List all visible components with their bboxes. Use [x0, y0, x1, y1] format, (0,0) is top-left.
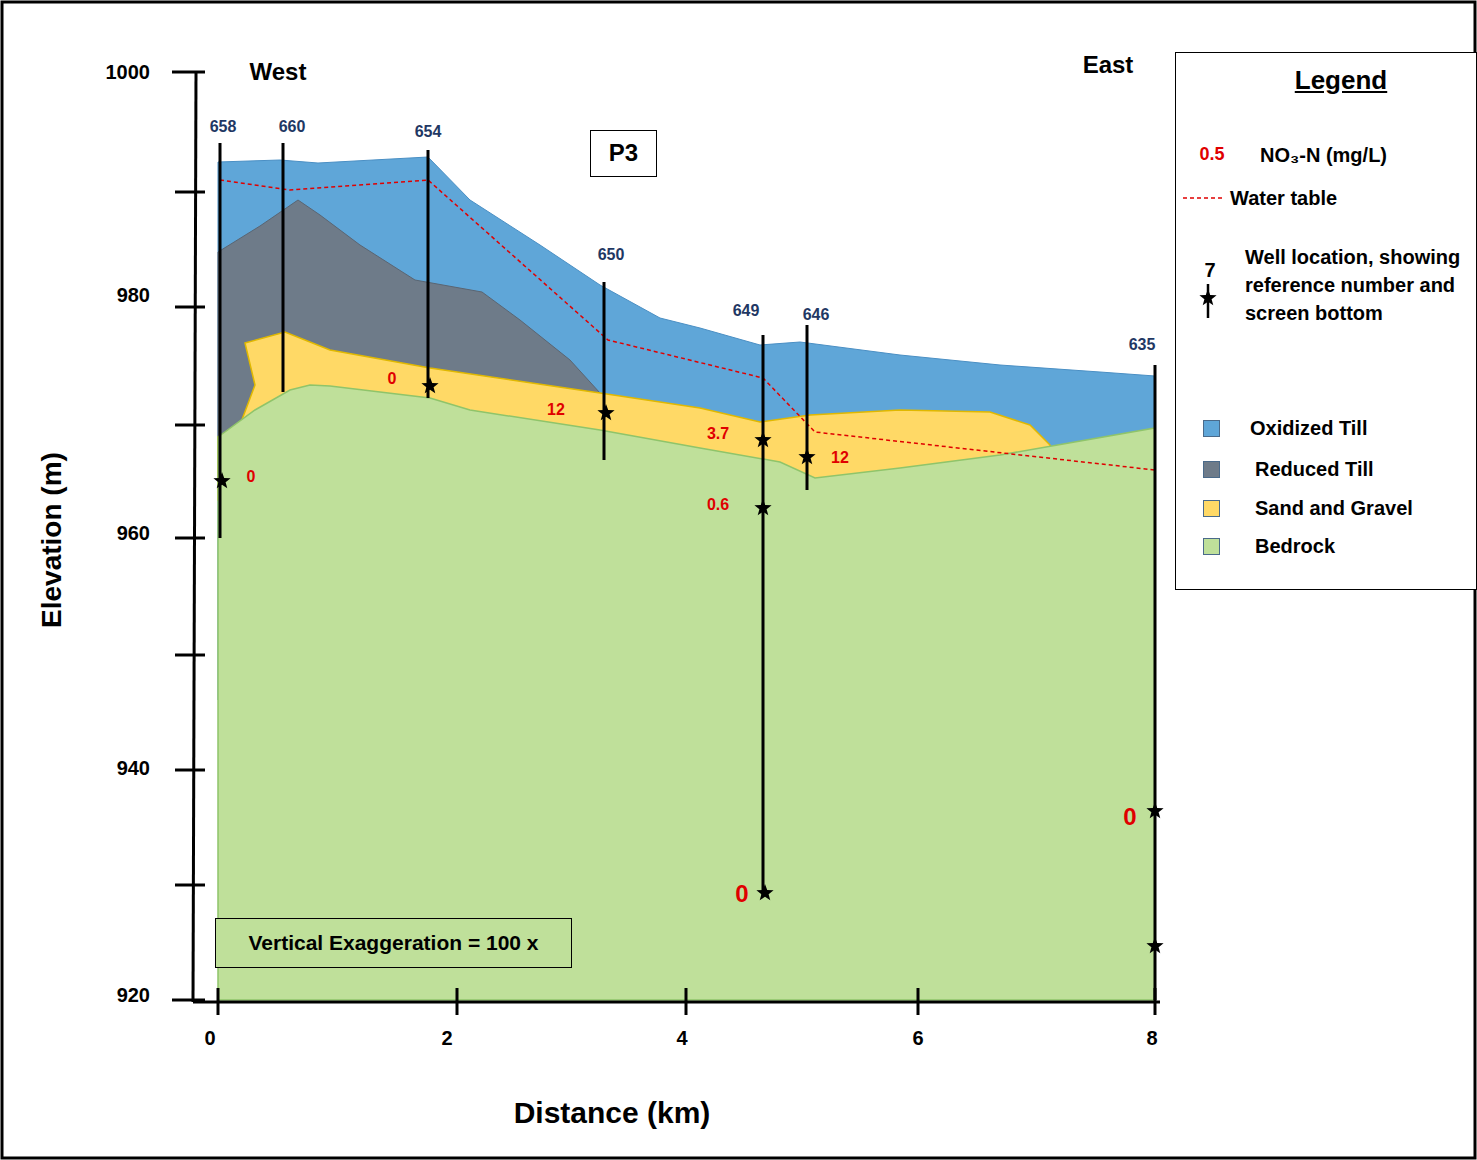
nitrate-value: 0	[247, 468, 256, 486]
nitrate-value: 12	[547, 401, 565, 419]
nitrate-value: 12	[831, 449, 849, 467]
note-box: Vertical Exaggeration = 100 x	[215, 918, 572, 968]
screen-star	[754, 499, 771, 515]
water-table	[220, 180, 1155, 470]
axis-tick-label: 960	[117, 522, 150, 544]
direction-label: West	[250, 59, 307, 85]
legend-text: Water table	[1230, 187, 1337, 210]
well-number: 658	[210, 118, 237, 136]
legend-heading: Legend	[1206, 53, 1476, 96]
nitrate-value: 0.6	[707, 496, 729, 514]
legend-text: Oxidized Till	[1250, 417, 1367, 440]
screen-star	[1146, 937, 1163, 953]
legend-swatch	[1203, 500, 1220, 517]
screen-star	[597, 404, 614, 420]
screen-star	[754, 431, 771, 447]
nitrate-value: 0	[388, 370, 397, 388]
axis-tick-label: 0	[204, 1027, 215, 1049]
legend-swatch	[1203, 461, 1220, 478]
screen-stars	[213, 377, 1163, 953]
legend-text: Bedrock	[1255, 535, 1335, 558]
screen-star	[1146, 802, 1163, 818]
legend-sample-value: 0.5	[1199, 145, 1224, 165]
direction-label: East	[1083, 52, 1134, 78]
axis-tick-label: 6	[912, 1027, 923, 1049]
legend-swatch	[1203, 420, 1220, 437]
legend-sample-number: 7	[1204, 259, 1215, 281]
nitrate-value: 3.7	[707, 425, 729, 443]
legend-text: Well location, showing reference number …	[1245, 243, 1465, 327]
well-number: 635	[1129, 336, 1156, 354]
nitrate-value: 0	[1123, 804, 1136, 830]
well-number: 650	[598, 246, 625, 264]
axis-tick-label: 2	[441, 1027, 452, 1049]
axis-tick-label: 980	[117, 284, 150, 306]
box-text: Vertical Exaggeration = 100 x	[216, 919, 571, 966]
axis-title: Distance (km)	[514, 1096, 711, 1129]
box-text: P3	[591, 131, 656, 175]
axis-tick-label: 4	[676, 1027, 687, 1049]
nitrate-value: 0	[735, 881, 748, 907]
panel-label-box: P3	[590, 130, 657, 177]
axis-tick-label: 8	[1146, 1027, 1157, 1049]
screen-star	[213, 472, 230, 488]
screen-star	[421, 377, 438, 393]
well-number: 654	[415, 123, 442, 141]
legend-text: Reduced Till	[1255, 458, 1374, 481]
axis-tick-label: 1000	[106, 61, 151, 83]
axis-title: Elevation (m)	[37, 452, 68, 628]
well-number: 660	[279, 118, 306, 136]
legend-text: Sand and Gravel	[1255, 497, 1413, 520]
well-number: 646	[803, 306, 830, 324]
screen-star	[756, 884, 773, 900]
bedrock	[218, 385, 1155, 1000]
legend-text: NO₃-N (mg/L)	[1260, 144, 1387, 167]
axes	[172, 72, 1160, 1015]
well-number: 649	[733, 302, 760, 320]
legend-swatch	[1203, 538, 1220, 555]
screen-star	[798, 448, 815, 464]
axis-tick-label: 940	[117, 757, 150, 779]
wells	[220, 143, 1155, 1000]
axis-tick-label: 920	[117, 984, 150, 1006]
